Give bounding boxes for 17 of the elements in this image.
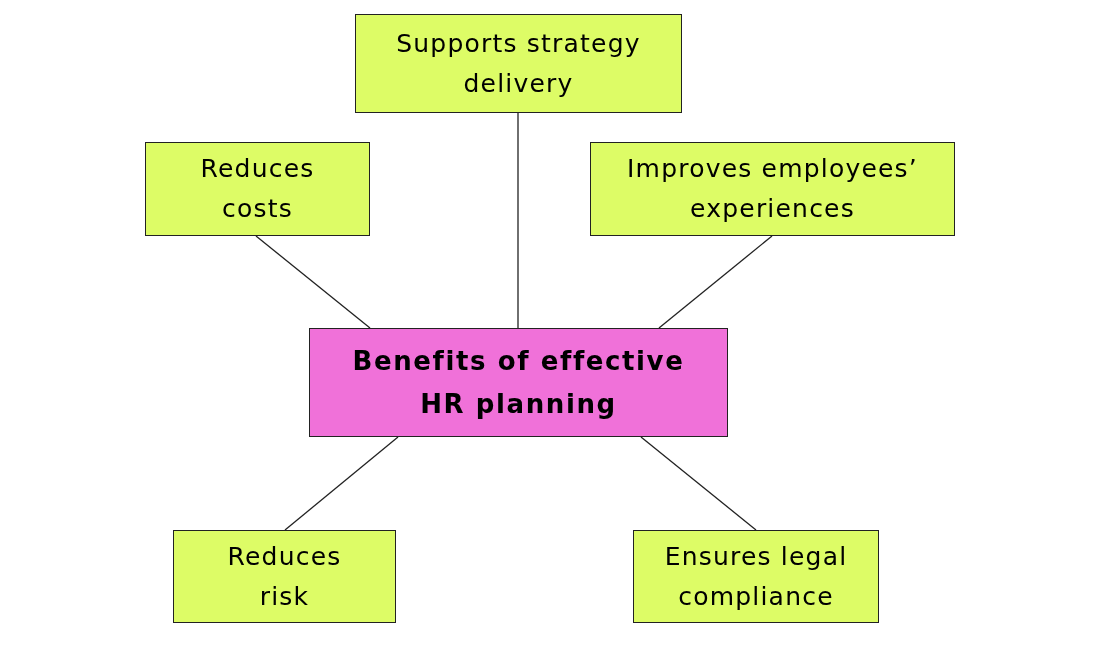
benefit-box <box>590 142 955 236</box>
benefit-box <box>173 530 396 623</box>
connector-line <box>640 436 757 531</box>
benefit-box <box>145 142 370 236</box>
connector-line <box>658 235 773 329</box>
benefit-box <box>633 530 879 623</box>
benefit-box <box>355 14 682 113</box>
benefit-text: Reduces risk <box>226 540 343 613</box>
central-topic-text: Benefits of effective HR planning <box>351 344 686 421</box>
connector-line <box>255 235 371 329</box>
benefit-text: Reduces costs <box>199 153 316 225</box>
central-topic-box <box>309 328 728 437</box>
benefit-text: Improves employees’ experiences <box>626 153 919 225</box>
benefit-text: Ensures legal compliance <box>664 540 848 613</box>
connector-line <box>517 112 519 329</box>
connector-line <box>284 436 399 531</box>
benefit-text: Supports strategy delivery <box>395 27 642 100</box>
